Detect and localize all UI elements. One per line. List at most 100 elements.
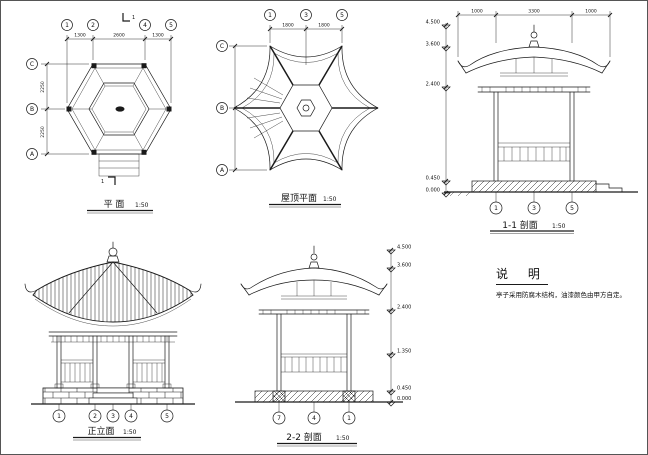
grid-bubble-label: 4	[312, 415, 316, 422]
section2-finial	[308, 245, 320, 269]
elevation-finial	[106, 241, 120, 263]
plan-columns	[66, 63, 172, 155]
grid-bubble: C	[26, 58, 38, 70]
grid-bubble-label: A	[220, 167, 225, 174]
section1-eave-beam	[477, 86, 591, 93]
elevation-columns	[54, 335, 172, 389]
grid-bubble: 3	[527, 201, 541, 215]
plan-steps	[98, 153, 140, 177]
grid-bubble-label: 4	[129, 413, 133, 420]
roof-rafter-lines	[246, 77, 284, 139]
grid-bubble-label: 3	[111, 413, 115, 420]
grid-bubble: 5	[565, 201, 579, 215]
grid-bubble-label: C	[30, 61, 34, 68]
grid-bubble-label: 4	[143, 22, 147, 29]
elevation-roof	[24, 261, 202, 327]
grid-bubble: 5	[160, 409, 174, 423]
grid-bubble: 1	[342, 411, 356, 425]
section-1-1-view: 1000 3300 1000 4.500 3.600 2.400 0.450 0…	[426, 9, 638, 234]
grid-bubble-label: 1	[268, 12, 272, 19]
grid-bubble: 3	[106, 409, 120, 423]
level-label: 2.400	[397, 305, 411, 311]
level-label: 0.450	[426, 176, 440, 182]
grid-bubble-label: 5	[169, 22, 173, 29]
grid-bubble: 5	[336, 9, 348, 21]
grid-bubble: 4	[139, 19, 151, 31]
grid-bubble-label: 2	[93, 413, 97, 420]
plan-dim-label: 1300	[74, 33, 86, 39]
roof-plan-scale: 1:50	[323, 196, 337, 203]
level-label: 1.350	[397, 349, 411, 355]
elevation-beam	[48, 331, 178, 343]
section1-scale: 1:50	[552, 223, 566, 230]
plan-dim-label: 2600	[113, 33, 125, 39]
roof-finial-plan	[296, 99, 316, 117]
section1-top-dimension	[455, 11, 613, 57]
section-cut-label: 1	[132, 15, 135, 21]
plan-dim-label: 2250	[40, 81, 46, 93]
level-label: 3.600	[397, 263, 411, 269]
roof-plan-title: 屋顶平面	[281, 193, 317, 204]
section2-scale: 1:50	[336, 435, 350, 442]
grid-bubble-label: 5	[570, 205, 574, 212]
section2-platform	[235, 390, 403, 403]
section-cut-mark: 1 1	[101, 13, 135, 185]
grid-bubble-label: A	[30, 151, 35, 158]
plan-title: 平 面	[104, 199, 125, 210]
grid-bubble-label: B	[30, 106, 34, 113]
grid-bubble: 1	[264, 9, 276, 21]
plan-view: 1300 2600 1300 1 2 4 5 2250 2250 C	[26, 13, 177, 214]
section2-railing	[281, 353, 347, 373]
grid-bubble: 4	[124, 409, 138, 423]
section2-title: 2-2 剖面	[286, 431, 322, 443]
grid-bubble: 2	[87, 19, 99, 31]
notes-heading: 说 明	[496, 265, 548, 285]
grid-bubble: 2	[88, 409, 102, 423]
grid-bubble-label: 5	[165, 413, 169, 420]
grid-bubble-label: B	[220, 105, 224, 112]
section2-columns	[276, 313, 352, 392]
section1-title: 1-1 剖面	[502, 219, 538, 231]
plan-dim-label: 1300	[152, 33, 164, 39]
section2-eave-beam	[258, 309, 370, 315]
elevation-platform	[31, 387, 195, 405]
section1-level-dimension	[441, 22, 451, 198]
roof-top-dimension	[267, 25, 345, 65]
elevation-railing	[61, 359, 165, 383]
level-label: 0.450	[397, 386, 411, 392]
section1-dim-label: 3300	[528, 9, 540, 15]
grid-bubble: 1	[489, 201, 503, 215]
level-label: 4.500	[397, 245, 411, 251]
level-label: 2.400	[426, 82, 440, 88]
section1-roof-structure	[500, 57, 568, 77]
grid-bubble-label: C	[220, 43, 224, 50]
roof-dim-label: 1800	[318, 23, 330, 29]
elevation-axis-lines	[58, 404, 168, 410]
plan-left-dimension	[41, 61, 89, 157]
grid-bubble-label: 2	[91, 22, 95, 29]
notes-body: 亭子采用防腐木结构，油漆颜色由甲方自定。	[496, 291, 626, 299]
section1-axis-lines	[495, 192, 573, 202]
level-label: 0.000	[426, 188, 440, 194]
section1-platform	[444, 180, 638, 197]
section2-roof-structure	[281, 280, 347, 300]
section1-dim-label: 1000	[585, 9, 597, 15]
plan-table-symbol	[115, 106, 125, 112]
grid-bubble: 1	[61, 19, 73, 31]
grid-bubble-label: 1	[65, 22, 69, 29]
grid-bubble: 1	[52, 409, 66, 423]
level-label: 3.600	[426, 42, 440, 48]
notes-block: 说 明 亭子采用防腐木结构，油漆颜色由甲方自定。	[496, 263, 646, 300]
grid-bubble-label: 1	[57, 413, 61, 420]
plan-scale: 1:50	[135, 202, 149, 209]
section2-axis-lines	[278, 402, 350, 412]
roof-dim-label: 1800	[282, 23, 294, 29]
plan-top-dimension	[64, 35, 174, 103]
grid-bubble-label: 5	[340, 12, 344, 19]
grid-bubble: B	[216, 102, 228, 114]
grid-bubble: 3	[300, 9, 312, 21]
level-label: 4.500	[426, 20, 440, 26]
grid-bubble-label: 3	[304, 12, 308, 19]
section2-level-dimension	[386, 247, 396, 407]
